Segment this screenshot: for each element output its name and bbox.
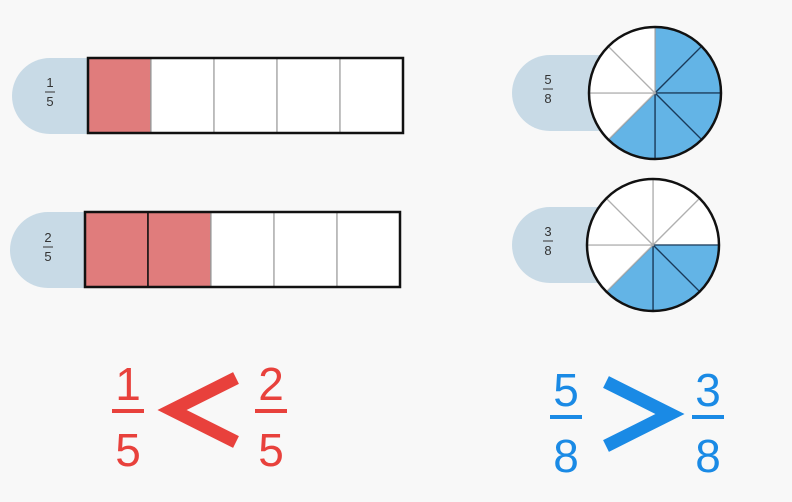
greater-than-symbol [603, 376, 685, 452]
comparison-left-numerator: 1 [115, 358, 141, 410]
bar-cell [213, 57, 278, 134]
comparison-left-numerator: 5 [553, 364, 579, 416]
bar-cell [336, 211, 401, 288]
circle-outline [587, 25, 723, 161]
tab-numerator: 2 [44, 230, 51, 245]
bar-outline [83, 210, 402, 289]
comparison-left-fraction-bar [550, 415, 582, 419]
label-tab-circle-2 [512, 207, 600, 283]
tab-numerator: 5 [544, 72, 551, 87]
comparison-1: 1 5 2 5 [112, 358, 287, 476]
comparison-right-fraction-bar [692, 415, 724, 419]
comparison-right-numerator: 3 [695, 364, 721, 416]
comparison-right-denominator: 8 [695, 430, 721, 482]
bar-cells [87, 57, 404, 134]
bar-cell [150, 57, 215, 134]
fraction-circle-1: 5 8 [512, 25, 723, 161]
tab-denominator: 5 [46, 94, 53, 109]
less-than-symbol [157, 372, 239, 448]
fraction-circle-2: 3 8 [512, 177, 721, 313]
tab-denominator: 8 [544, 243, 551, 258]
label-tab-bar-1 [12, 58, 95, 134]
bar-cell-shaded [147, 211, 212, 288]
comparison-right-numerator: 2 [258, 358, 284, 410]
tab-numerator: 3 [544, 224, 551, 239]
bar-cell [273, 211, 338, 288]
circle-outline [585, 177, 721, 313]
comparison-left-denominator: 8 [553, 430, 579, 482]
bar-cell [276, 57, 341, 134]
comparison-right-fraction-bar [255, 409, 287, 413]
bar-cell-shaded [84, 211, 149, 288]
comparison-left-denominator: 5 [115, 424, 141, 476]
tab-denominator: 8 [544, 91, 551, 106]
bar-cell [210, 211, 275, 288]
label-tab-bar-2 [10, 212, 93, 288]
tab-denominator: 5 [44, 249, 51, 264]
fraction-bar-1: 1 5 [12, 56, 405, 135]
bar-outline [86, 56, 405, 135]
label-tab-circle-1 [512, 55, 600, 131]
comparison-left-fraction-bar [112, 409, 144, 413]
bar-cell-shaded [87, 57, 152, 134]
comparison-2: 5 8 3 8 [550, 364, 724, 482]
fraction-bar-2: 2 5 [10, 210, 402, 289]
tab-numerator: 1 [46, 75, 53, 90]
bar-cell [339, 57, 404, 134]
comparison-right-denominator: 5 [258, 424, 284, 476]
bar-cells [84, 211, 401, 288]
